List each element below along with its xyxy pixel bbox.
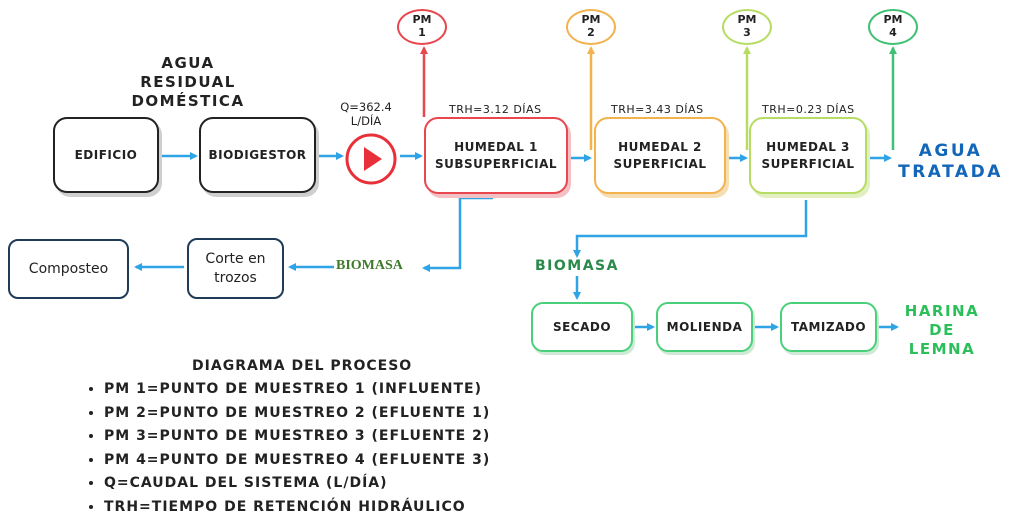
arrow-humedal1-biomasa (424, 198, 493, 268)
node-edificio: EDIFICIO (53, 117, 159, 193)
node-humedal3-label: HUMEDAL 3 SUPERFICIAL (762, 139, 855, 173)
pm2-marker: PM 2 (566, 9, 616, 45)
output-biomasa-left: BIOMASA (336, 258, 403, 274)
node-humedal1: HUMEDAL 1 SUBSUPERFICIAL (424, 117, 568, 194)
node-tamizado-label: TAMIZADO (791, 320, 866, 334)
legend-title: DIAGRAMA DEL PROCESO (114, 358, 490, 374)
input-title: AGUA RESIDUAL DOMÉSTICA (128, 54, 248, 111)
node-humedal3: HUMEDAL 3 SUPERFICIAL (749, 117, 867, 194)
node-secado-label: SECADO (553, 320, 611, 334)
pm3-marker: PM 3 (722, 9, 772, 45)
node-humedal2-label: HUMEDAL 2 SUPERFICIAL (614, 139, 707, 173)
legend-item: PM 1=PUNTO DE MUESTREO 1 (INFLUENTE) (104, 378, 490, 402)
trh-humedal3: TRH=0.23 DÍAS (762, 103, 855, 116)
node-secado: SECADO (531, 302, 633, 352)
trh-humedal1: TRH=3.12 DÍAS (449, 103, 542, 116)
flow-rate-label: Q=362.4 L/DÍA (336, 100, 396, 128)
pm1-marker: PM 1 (397, 9, 447, 45)
pm3-number: 3 (743, 27, 751, 40)
pm4-marker: PM 4 (868, 9, 918, 45)
node-molienda: MOLIENDA (656, 302, 753, 352)
node-biodigestor: BIODIGESTOR (199, 117, 316, 193)
node-humedal2: HUMEDAL 2 SUPERFICIAL (594, 117, 726, 194)
node-tamizado: TAMIZADO (780, 302, 877, 352)
trh-humedal2: TRH=3.43 DÍAS (611, 103, 704, 116)
process-legend: DIAGRAMA DEL PROCESO PM 1=PUNTO DE MUEST… (86, 358, 490, 519)
legend-item: PM 4=PUNTO DE MUESTREO 4 (EFLUENTE 3) (104, 449, 490, 473)
pm2-number: 2 (587, 27, 595, 40)
legend-item: TRH=TIEMPO DE RETENCIÓN HIDRÁULICO (104, 496, 490, 519)
node-corte-label: Corte en trozos (205, 250, 265, 288)
node-corte-en-trozos: Corte en trozos (187, 238, 284, 299)
output-biomasa-right: BIOMASA (535, 258, 619, 274)
node-molienda-label: MOLIENDA (667, 320, 743, 334)
legend-item: PM 2=PUNTO DE MUESTREO 2 (EFLUENTE 1) (104, 402, 490, 426)
legend-item: PM 3=PUNTO DE MUESTREO 3 (EFLUENTE 2) (104, 425, 490, 449)
node-composteo: Composteo (8, 239, 129, 299)
node-edificio-label: EDIFICIO (75, 148, 138, 162)
legend-item: Q=CAUDAL DEL SISTEMA (L/DÍA) (104, 472, 490, 496)
pm4-number: 4 (889, 27, 897, 40)
legend-list: PM 1=PUNTO DE MUESTREO 1 (INFLUENTE) PM … (86, 378, 490, 519)
output-harina-de-lemna: HARINA DE LEMNA (900, 302, 984, 359)
arrow-humedal3-biomasa (577, 200, 806, 256)
node-composteo-label: Composteo (29, 260, 108, 279)
pm1-number: 1 (418, 27, 426, 40)
node-humedal1-label: HUMEDAL 1 SUBSUPERFICIAL (435, 139, 557, 173)
node-biodigestor-label: BIODIGESTOR (208, 148, 306, 162)
pump-icon (344, 132, 398, 186)
output-agua-tratada: AGUA TRATADA (892, 141, 1009, 183)
